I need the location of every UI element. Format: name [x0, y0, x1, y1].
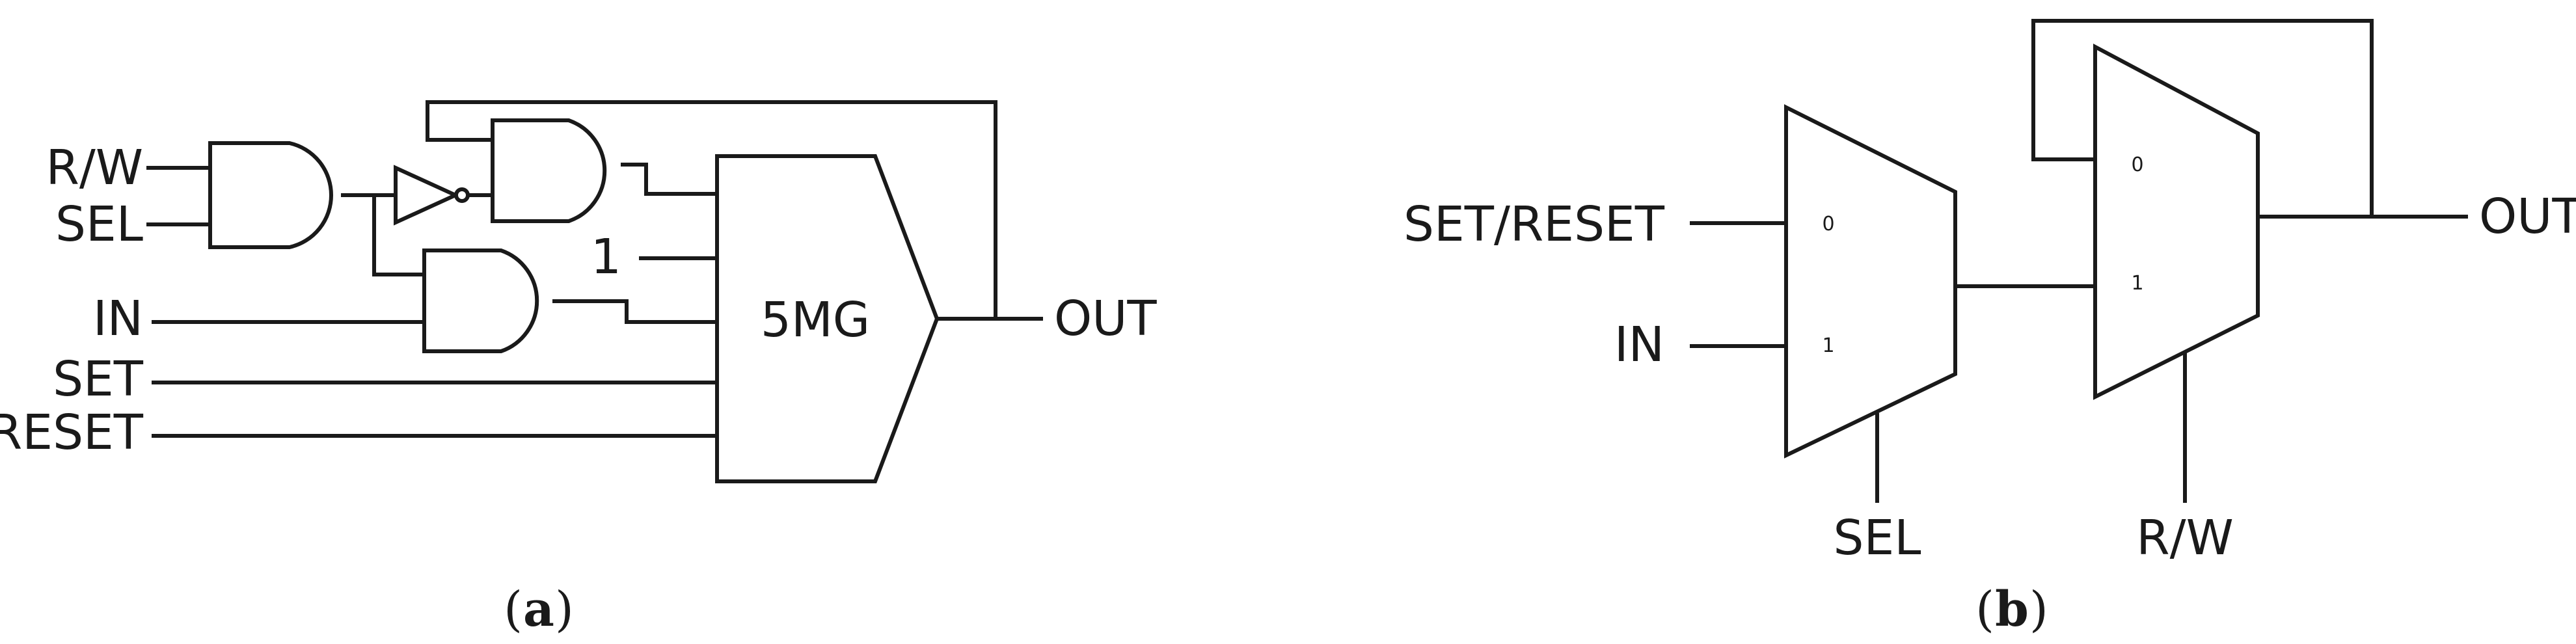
not-gate [394, 165, 461, 226]
input-label-in-b: IN [1614, 317, 1664, 373]
input-label-reset: RESET [0, 405, 144, 461]
mux-2 [2093, 44, 2260, 400]
caption-b-letter: b [1995, 582, 2029, 637]
mux-1-input-0: 0 [1822, 213, 1834, 235]
5mg-block [715, 154, 940, 483]
input-label-set: SET [53, 351, 144, 407]
wire-and3-out [552, 299, 719, 324]
svg-text:(: ( [1975, 582, 1994, 637]
svg-text:): ) [2029, 582, 2048, 637]
panel-b-mux-circuit: SET/RESET IN 0 1 SEL 0 1 R/W OUT ( b ) [1403, 19, 2576, 637]
wire-feedback [426, 100, 997, 321]
wire-feedback-b [2031, 19, 2374, 219]
input-label-rw: R/W [46, 140, 143, 196]
and-gate-feedback [491, 118, 607, 223]
input-label-in: IN [93, 291, 143, 347]
output-label-out-b: OUT [2479, 189, 2576, 245]
and-gate-rw-sel [208, 141, 333, 249]
input-label-sel: SEL [55, 196, 143, 252]
not-gate-bubble [454, 187, 470, 203]
panel-a-logic-circuit: R/W SEL IN SET RESET 1 5MG [0, 100, 1157, 637]
output-label-out: OUT [1054, 291, 1157, 347]
5mg-block-label: 5MG [761, 292, 870, 348]
wire-and1-to-and3 [372, 193, 426, 276]
input-label-set-reset: SET/RESET [1403, 196, 1665, 252]
and-gate-in [422, 248, 539, 353]
caption-b: ( b ) [1975, 582, 2048, 637]
constant-one: 1 [591, 229, 621, 285]
caption-a-letter: a [523, 582, 554, 637]
mux-2-input-1: 1 [2131, 272, 2143, 295]
input-label-sel-b: SEL [1834, 510, 1921, 566]
mux-1 [1784, 104, 1957, 459]
svg-text:(: ( [504, 582, 522, 637]
mux-1-input-1: 1 [1822, 334, 1834, 357]
caption-a: ( a ) [504, 582, 574, 637]
wire-and2-out [621, 163, 719, 196]
svg-text:): ) [555, 582, 574, 637]
input-label-rw-b: R/W [2136, 510, 2234, 566]
mux-2-input-0: 0 [2131, 154, 2143, 176]
